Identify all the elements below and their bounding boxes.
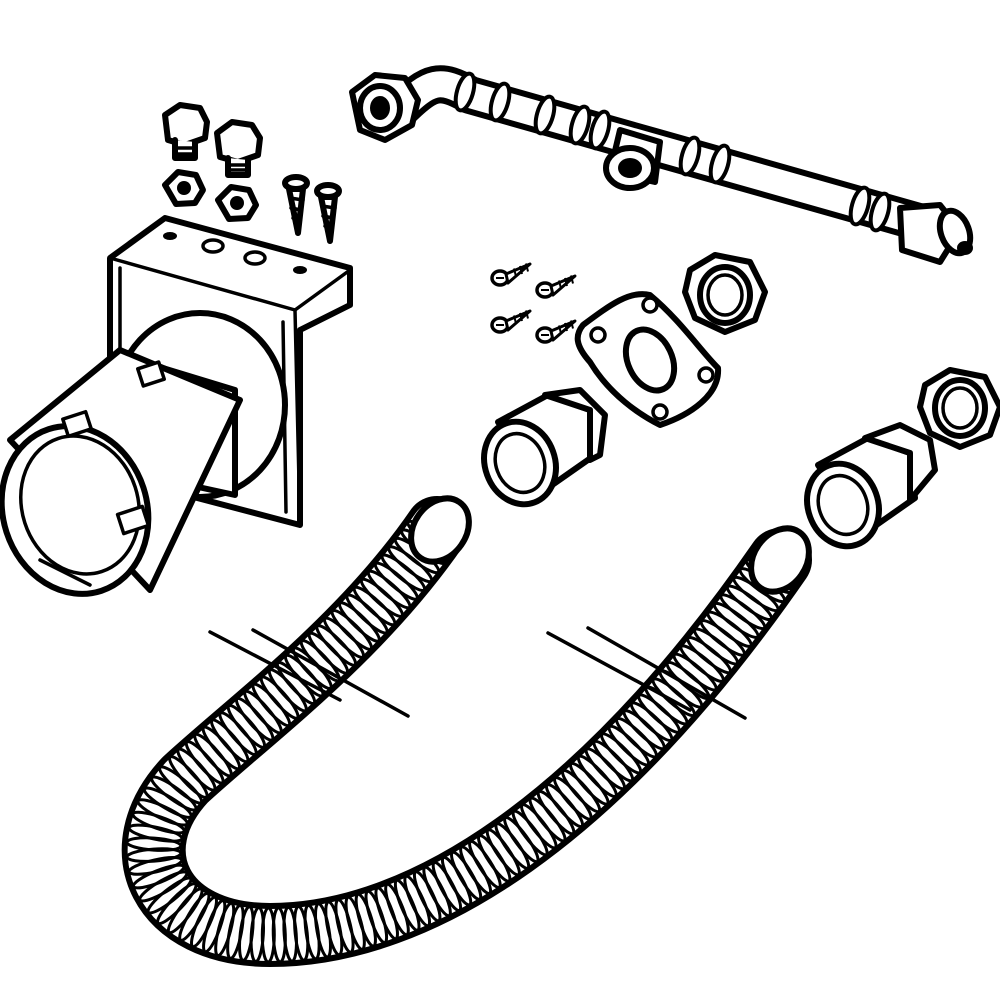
pipe-with-tee-icon	[349, 65, 974, 265]
small-screw-icon	[490, 262, 577, 344]
corrugated-hose-icon	[121, 495, 812, 967]
wood-screw-icon	[282, 174, 342, 244]
hex-bolt-icon	[162, 102, 263, 178]
flush-box-with-bracket-icon	[0, 215, 353, 597]
hex-nut-icon	[162, 169, 259, 222]
gasket-icon	[574, 291, 722, 428]
compression-fitting-icon	[481, 387, 938, 550]
lock-nut-icon	[682, 252, 1000, 450]
